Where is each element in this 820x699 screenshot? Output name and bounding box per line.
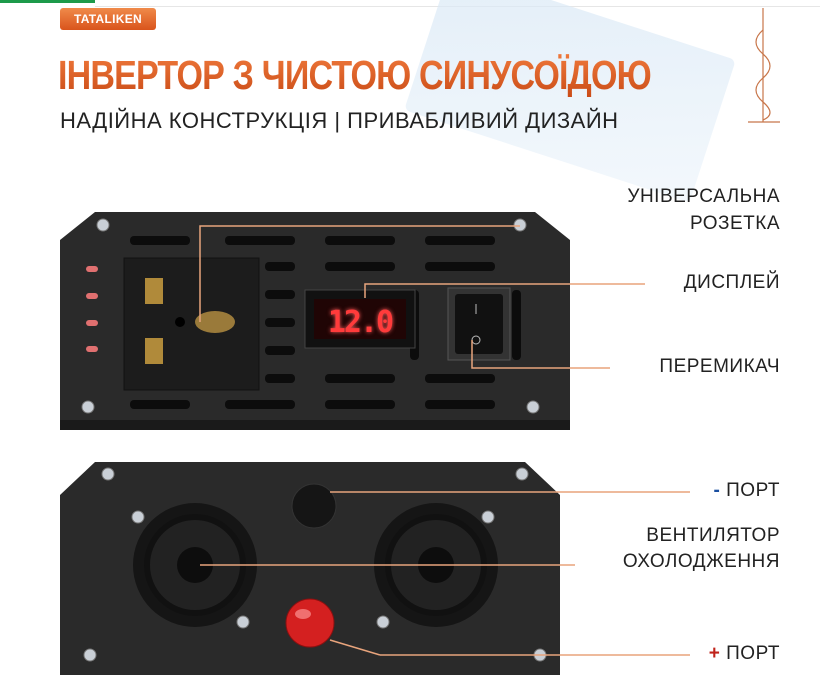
label-display: ДИСПЛЕЙ <box>683 272 780 293</box>
screws <box>83 467 547 662</box>
led-display <box>304 289 416 349</box>
progress-bar <box>0 0 95 3</box>
plus-sign: + <box>708 643 721 664</box>
inverter-back-panel <box>60 462 560 675</box>
universal-socket <box>123 257 260 391</box>
label-switch: ПЕРЕМИКАЧ <box>659 356 780 377</box>
label-line: ВЕНТИЛЯТОР <box>646 525 780 546</box>
label-line: УНІВЕРСАЛЬНА <box>627 186 780 207</box>
display-readout: 12.0 <box>327 305 394 340</box>
label-universal-socket: УНІВЕРСАЛЬНА РОЗЕТКА <box>627 183 780 237</box>
sine-wave-icon <box>748 8 780 123</box>
port-text: ПОРТ <box>720 643 780 664</box>
brand-badge: TATALIKEN <box>60 8 156 30</box>
label-positive-port: + ПОРТ <box>709 643 780 665</box>
label-cooling-fan: ВЕНТИЛЯТОР ОХОЛОДЖЕННЯ <box>623 523 780 575</box>
cooling-fan-left <box>133 503 257 627</box>
side-leds <box>86 266 98 352</box>
positive-terminal <box>285 598 335 648</box>
label-line: РОЗЕТКА <box>689 213 780 234</box>
label-line: ОХОЛОДЖЕННЯ <box>622 551 780 572</box>
callout-lines <box>199 225 690 656</box>
power-switch <box>447 287 511 361</box>
headline: ІНВЕРТОР З ЧИСТОЮ СИНУСОЇДОЮ <box>58 52 652 98</box>
subtitle: НАДІЙНА КОНСТРУКЦІЯ | ПРИВАБЛИВИЙ ДИЗАЙН <box>60 108 619 133</box>
label-negative-port: - ПОРТ <box>714 480 780 502</box>
inverter-front-panel <box>60 212 570 430</box>
port-text: ПОРТ <box>720 480 780 501</box>
negative-terminal <box>291 483 337 529</box>
minus-sign: - <box>713 480 721 501</box>
screws <box>81 218 540 414</box>
